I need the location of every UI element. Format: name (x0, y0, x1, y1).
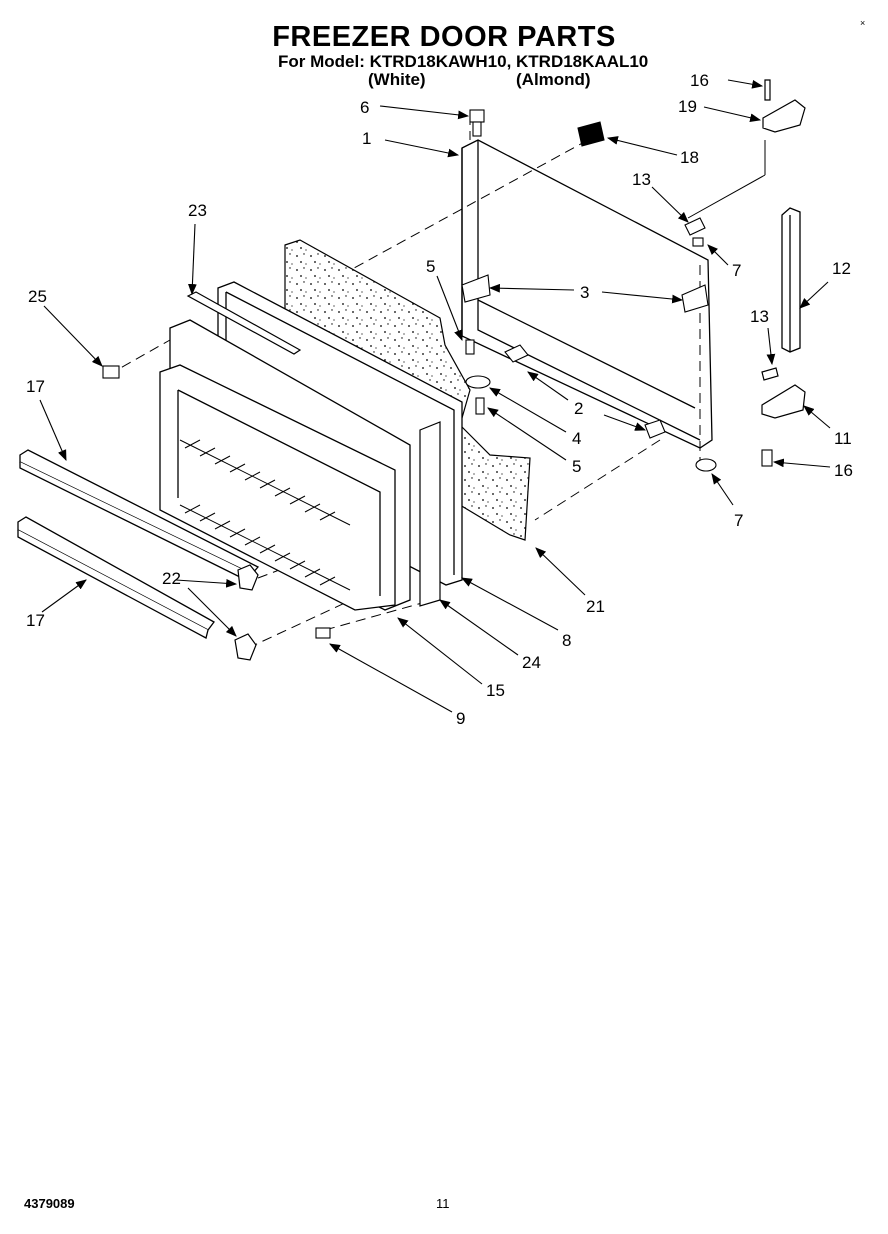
callout-22: 22 (162, 569, 181, 588)
callout-5-bottom: 5 (572, 457, 581, 476)
variant-white: (White) (368, 70, 426, 89)
page-title: FREEZER DOOR PARTS (272, 21, 616, 53)
callout-13-top: 13 (632, 170, 651, 189)
callout-7-bottom: 7 (734, 511, 743, 530)
door-shelf-bars (17, 449, 260, 639)
callout-23: 23 (188, 201, 207, 220)
page-number: 11 (436, 1196, 450, 1211)
shelf-end-caps (234, 564, 259, 661)
callout-16-top: 16 (690, 71, 709, 90)
callout-leaders (39, 79, 831, 713)
callout-12: 12 (832, 259, 851, 278)
callout-5-top: 5 (426, 257, 435, 276)
lower-hinge (761, 367, 806, 419)
callout-1: 1 (362, 129, 371, 148)
callout-19: 19 (678, 97, 697, 116)
corner-mark: × (860, 18, 866, 28)
document-number: 4379089 (24, 1196, 75, 1211)
callout-8: 8 (562, 631, 571, 650)
callout-3: 3 (580, 283, 589, 302)
callout-17-top: 17 (26, 377, 45, 396)
callout-15: 15 (486, 681, 505, 700)
callout-numbers: 1 6 18 16 19 13 7 3 5 12 13 2 4 5 11 16 … (26, 71, 853, 728)
callout-25: 25 (28, 287, 47, 306)
liner-shelf-ribs (179, 439, 351, 591)
callout-17-bottom: 17 (26, 611, 45, 630)
callout-4: 4 (572, 429, 581, 448)
callout-2: 2 (574, 399, 583, 418)
upper-hinge (762, 79, 806, 133)
callout-7-top: 7 (732, 261, 741, 280)
hardware (102, 109, 773, 639)
variant-almond: (Almond) (516, 70, 591, 89)
callout-11: 11 (834, 429, 852, 448)
breaker-strip (419, 421, 441, 607)
callout-24: 24 (522, 653, 541, 672)
model-line: For Model: KTRD18KAWH10, KTRD18KAAL10 (278, 52, 649, 71)
callout-18: 18 (680, 148, 699, 167)
callout-13-right: 13 (750, 307, 769, 326)
door-handle (781, 207, 801, 353)
callout-6: 6 (360, 98, 369, 117)
callout-16-bottom: 16 (834, 461, 853, 480)
hinge-links (687, 140, 766, 219)
inner-door-liner (159, 319, 411, 611)
callout-9: 9 (456, 709, 465, 728)
callout-21: 21 (586, 597, 605, 616)
